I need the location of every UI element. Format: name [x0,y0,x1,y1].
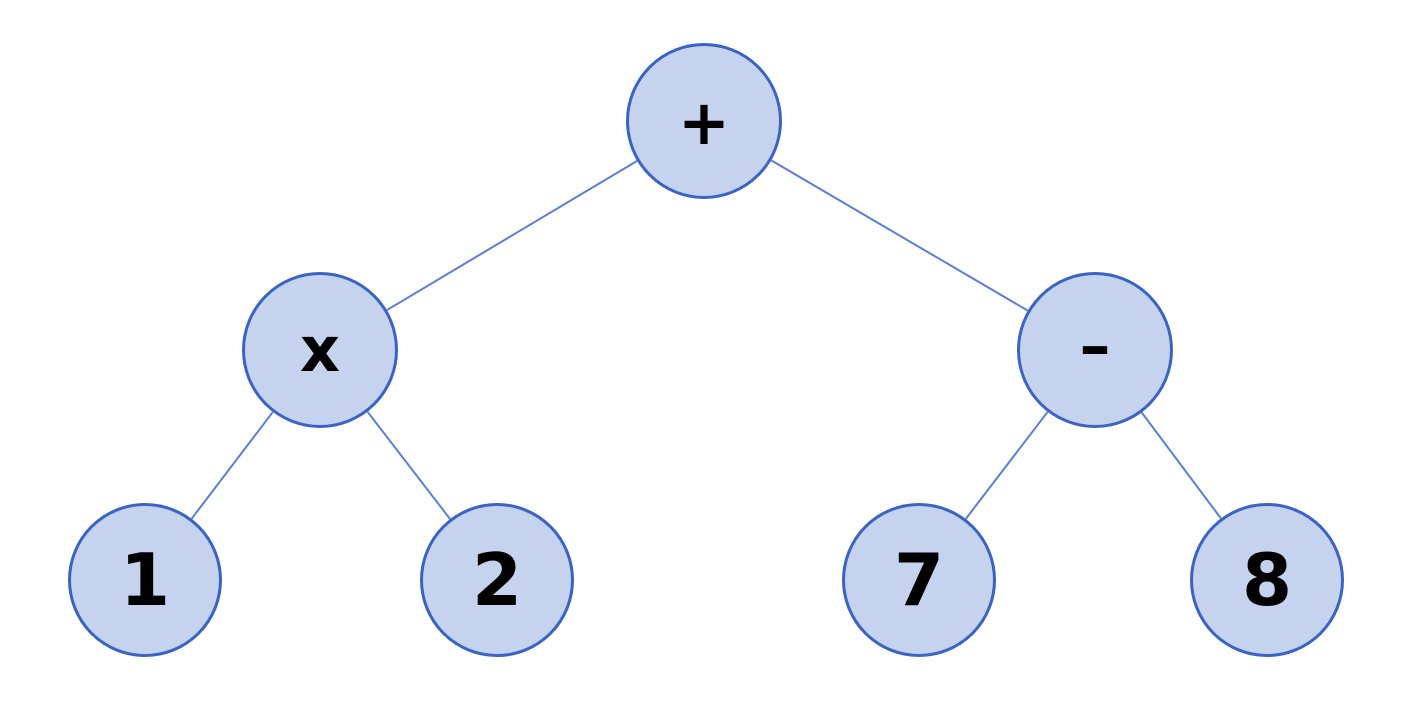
tree-node-label: + [678,86,730,159]
tree-edge [770,159,1029,312]
tree-node-label: 1 [119,538,171,622]
tree-edge [1140,411,1222,519]
tree-node-label: 8 [1241,538,1293,622]
tree-node-leaf-7[interactable]: 7 [842,503,996,657]
tree-node-label: x [300,313,340,386]
tree-node-root[interactable]: + [626,43,782,199]
tree-node-label: 2 [471,538,523,622]
tree-edge [964,411,1049,520]
tree-edge [386,160,638,311]
tree-edge [366,411,451,520]
tree-node-mul[interactable]: x [242,272,398,428]
tree-node-label: – [1079,309,1111,382]
tree-edge [190,411,274,520]
tree-node-leaf-2[interactable]: 2 [420,503,574,657]
tree-node-sub[interactable]: – [1017,272,1173,428]
tree-node-leaf-8[interactable]: 8 [1190,503,1344,657]
tree-node-leaf-1[interactable]: 1 [68,503,222,657]
tree-node-label: 7 [893,538,945,622]
